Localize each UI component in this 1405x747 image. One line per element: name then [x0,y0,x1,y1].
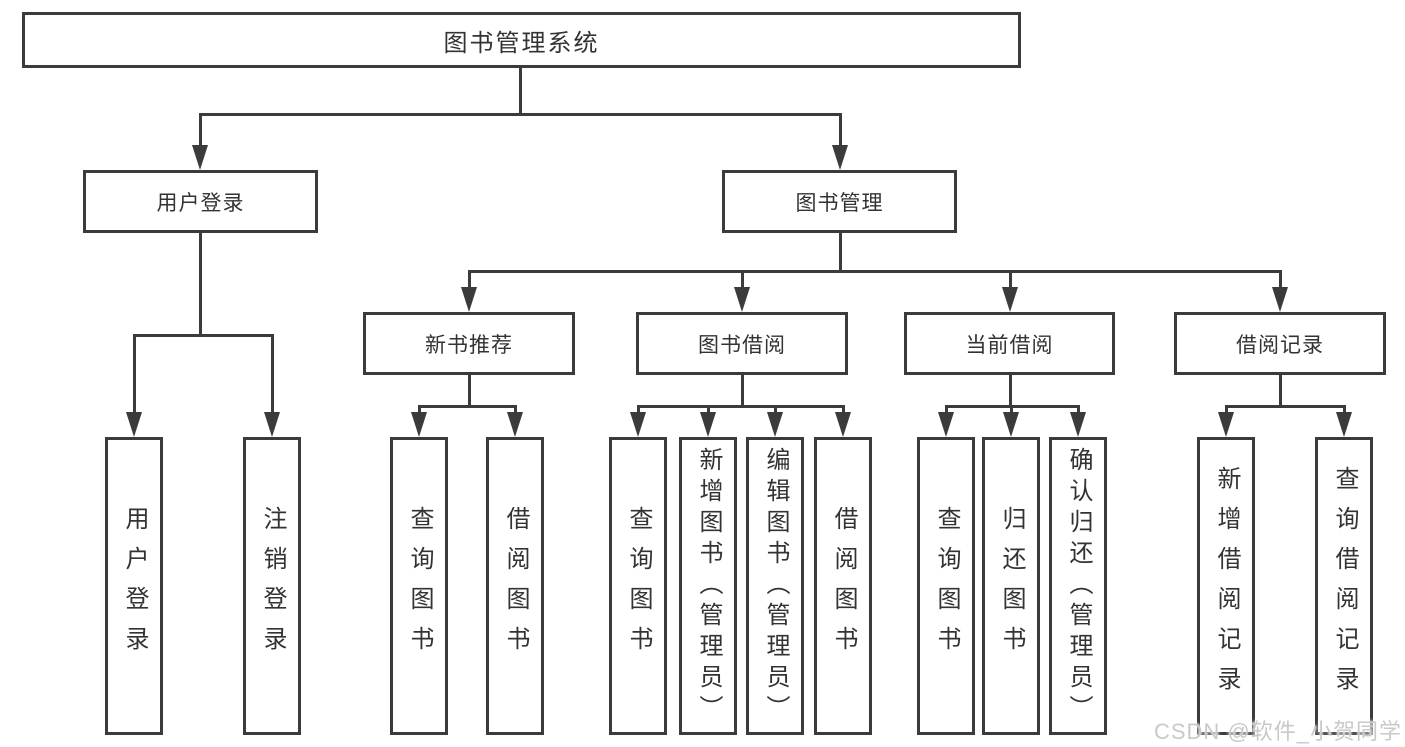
arrowhead-icon [1218,412,1234,437]
node-book-management-label: 图书管理 [795,191,884,215]
leaf-borrow-add-books-admin: 新增图书（管理员） [679,437,737,735]
leaf-record-query-borrow-record-label: 查询借阅记录 [1331,466,1358,706]
arrowhead-icon [938,412,954,437]
leaf-newbook-borrow-books-label: 借阅图书 [502,506,529,666]
node-current-borrowing-label: 当前借阅 [965,333,1054,357]
connector-line [636,405,845,408]
connector-line [467,375,471,407]
leaf-logout: 注销登录 [243,437,301,735]
connector-line [1342,407,1346,415]
arrowhead-icon [835,412,851,437]
connector-line [198,113,842,116]
node-new-book-recommendation: 新书推荐 [363,312,575,375]
connector-line [518,68,522,115]
arrowhead-icon [630,412,646,437]
connector-line [838,115,842,147]
connector-line [636,407,640,415]
connector-line [740,375,744,407]
node-book-borrowing: 图书借阅 [636,312,848,375]
node-new-book-recommendation-label: 新书推荐 [425,333,513,357]
connector-line [841,407,845,415]
connector-line [944,407,948,415]
connector-line [270,336,274,414]
arrowhead-icon [507,412,523,437]
arrowhead-icon [411,412,427,437]
connector-line [132,334,274,337]
connector-line [1278,375,1282,407]
csdn-watermark: CSDN @软件_小贺同学 [1153,719,1402,744]
node-root: 图书管理系统 [22,12,1021,68]
node-book-borrowing-label: 图书借阅 [698,333,786,357]
arrowhead-icon [832,145,848,170]
connector-line [740,272,744,289]
connector-line [1008,272,1012,289]
leaf-borrow-query-books-label: 查询图书 [625,506,652,666]
connector-line [1009,407,1013,415]
connector-line [132,336,136,414]
connector-line [417,407,421,415]
leaf-user-login: 用户登录 [105,437,163,735]
arrowhead-icon [1003,412,1019,437]
leaf-borrow-query-books: 查询图书 [609,437,667,735]
connector-line [1278,272,1282,289]
leaf-newbook-query-books-label: 查询图书 [406,506,433,666]
connector-line [706,407,710,415]
arrowhead-icon [1336,412,1352,437]
leaf-borrow-borrow-books-label: 借阅图书 [830,506,857,666]
connector-line [513,407,517,415]
node-root-label: 图书管理系统 [443,29,600,57]
arrowhead-icon [734,287,750,312]
node-current-borrowing: 当前借阅 [904,312,1115,375]
connector-line [467,270,1282,273]
leaf-newbook-query-books: 查询图书 [390,437,448,735]
arrowhead-icon [264,412,280,437]
leaf-current-confirm-return-admin-label: 确认归还（管理员） [1065,446,1092,726]
leaf-current-return-books-label: 归还图书 [998,506,1025,666]
connector-line [467,272,471,289]
connector-line [198,115,202,147]
arrowhead-icon [767,412,783,437]
leaf-logout-label: 注销登录 [259,506,286,666]
arrowhead-icon [700,412,716,437]
leaf-current-query-books: 查询图书 [917,437,975,735]
leaf-newbook-borrow-books: 借阅图书 [486,437,544,735]
node-borrowing-records-label: 借阅记录 [1236,333,1324,357]
arrowhead-icon [192,145,208,170]
leaf-current-confirm-return-admin: 确认归还（管理员） [1049,437,1107,735]
arrowhead-icon [461,287,477,312]
leaf-current-query-books-label: 查询图书 [933,506,960,666]
node-user-login-label: 用户登录 [156,191,245,215]
connector-line [1224,405,1346,408]
arrowhead-icon [126,412,142,437]
leaf-borrow-borrow-books: 借阅图书 [814,437,872,735]
node-user-login: 用户登录 [83,170,318,233]
leaf-borrow-edit-books-admin-label: 编辑图书（管理员） [762,446,789,726]
leaf-record-query-borrow-record: 查询借阅记录 [1315,437,1373,735]
leaf-current-return-books: 归还图书 [982,437,1040,735]
leaf-record-add-borrow-record: 新增借阅记录 [1197,437,1255,735]
connector-line [1224,407,1228,415]
connector-line [838,233,842,273]
leaf-record-add-borrow-record-label: 新增借阅记录 [1213,466,1240,706]
connector-line [944,405,1080,408]
leaf-user-login-label: 用户登录 [121,506,148,666]
node-book-management: 图书管理 [722,170,957,233]
arrowhead-icon [1272,287,1288,312]
connector-line [1076,407,1080,415]
connector-line [417,405,517,408]
leaf-borrow-add-books-admin-label: 新增图书（管理员） [695,446,722,726]
leaf-borrow-edit-books-admin: 编辑图书（管理员） [746,437,804,735]
node-borrowing-records: 借阅记录 [1174,312,1386,375]
arrowhead-icon [1070,412,1086,437]
arrowhead-icon [1002,287,1018,312]
connector-line [198,233,202,337]
connector-line [1008,375,1012,407]
connector-line [773,407,777,415]
